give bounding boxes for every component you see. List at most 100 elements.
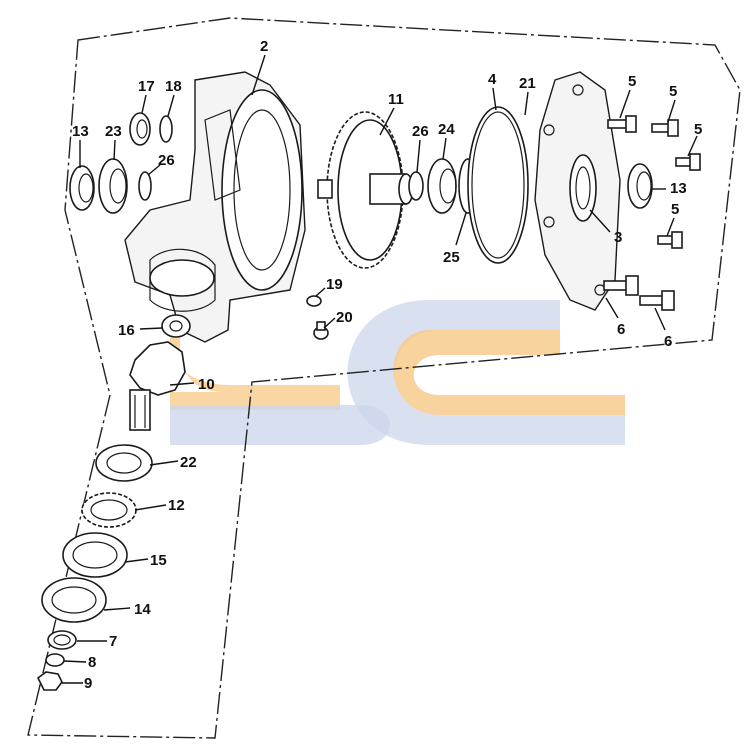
seal-ring-26-left [138,171,152,201]
callout-9: 9 [84,675,92,692]
bearing-23 [98,158,128,214]
cover-bolt-hole-2 [543,124,555,136]
callout-3: 3 [614,229,622,246]
nut-12-inner [90,499,128,521]
housing-face [221,89,303,291]
callout-24: 24 [438,121,455,138]
leader-20 [323,317,336,329]
leader-2 [251,54,266,96]
bolt-6-a-shank [603,280,629,291]
seal-13-right [627,163,653,209]
watermark-s-blue [170,405,390,445]
bearing-24-outer [427,158,457,214]
bolt-5-a-head [625,115,637,133]
callout-14: 14 [134,601,151,618]
bearing-22 [95,444,153,482]
gear-housing [124,71,306,343]
callout-6a: 6 [617,321,625,338]
washer-7-inner [53,634,71,646]
callout-labels: 2 11 4 21 5 5 5 5 17 18 13 23 26 26 24 1… [72,38,702,692]
leader-22 [149,460,179,466]
watermark-c-blue [347,300,625,445]
callout-20: 20 [336,309,353,326]
leader-5b [667,99,676,123]
housing-pinion-seat [149,259,215,297]
leader-lines [62,54,698,684]
callout-26-left: 26 [158,152,175,169]
leader-8 [63,660,87,663]
seal-13-right-outer [627,163,653,209]
seal-14-outer [41,577,107,623]
leader-23 [113,139,116,161]
bearing-23-inner [109,168,127,204]
callout-6b: 6 [664,333,672,350]
callout-26-right: 26 [412,123,429,140]
leader-24 [442,137,447,160]
ring-gear [317,111,414,269]
callout-25: 25 [443,249,460,266]
leader-26b [416,139,421,173]
o-ring-4 [467,106,529,264]
bolt-5-a-shank [607,119,629,129]
plug-20-stem [316,321,326,331]
callout-12: 12 [168,497,185,514]
leader-21 [524,91,529,116]
seal-15-inner [72,541,118,569]
callout-11: 11 [388,91,404,108]
bearing-24-inner [439,168,457,204]
bolt-6-b-shank [639,295,665,306]
bearing-24 [427,158,457,214]
seal-15 [62,532,128,578]
bolt-6-a [603,275,639,296]
bolt-6-a-head [625,275,639,296]
leader-25 [455,212,467,246]
callout-18: 18 [165,78,182,95]
callout-16: 16 [118,322,135,339]
nut-12-outer [81,492,137,528]
leader-3 [589,209,611,233]
o-ring-4-inner [471,111,525,259]
watermark-c-orange [393,330,625,415]
plug-20 [313,321,329,340]
callout-15: 15 [150,552,167,569]
leader-4 [492,87,497,111]
seal-13-left-outer [69,165,95,211]
pinion-gear-shaft [129,389,151,431]
cover-bore [569,154,597,222]
housing-cover [534,71,621,311]
bolt-5-c-head [689,153,701,171]
bolt-5-b [651,119,679,137]
leader-15 [124,558,149,563]
cover-bolt-hole-3 [543,216,555,228]
callout-22: 22 [180,454,197,471]
callout-10: 10 [198,376,215,393]
washer-8 [45,653,65,667]
callout-17: 17 [138,78,155,95]
spacer-16 [161,314,191,338]
bearing-23-outer [98,158,128,214]
leader-16 [139,327,163,330]
seal-14-inner [51,586,97,614]
spacer-16-body [161,314,191,338]
bolt-5-a [607,115,637,133]
housing-rib [204,109,241,201]
callout-7: 7 [109,633,117,650]
seal-13-left-inner [78,173,94,203]
leader-11 [379,107,395,136]
housing-bore [233,109,291,271]
assembly-boundary [27,17,741,739]
washer-18 [159,115,173,143]
bolt-6-b [639,290,675,311]
leader-18 [167,94,175,117]
callout-8: 8 [88,654,96,671]
callout-19: 19 [326,276,343,293]
callout-13-right: 13 [670,180,687,197]
pinion-gear [129,341,186,431]
housing-neck [149,248,216,312]
leader-10 [169,382,195,386]
pinion-gear-teeth [129,341,186,396]
leader-6b [654,307,666,331]
spacer-16-hole [169,320,183,332]
cover-bore-inner [575,166,591,210]
